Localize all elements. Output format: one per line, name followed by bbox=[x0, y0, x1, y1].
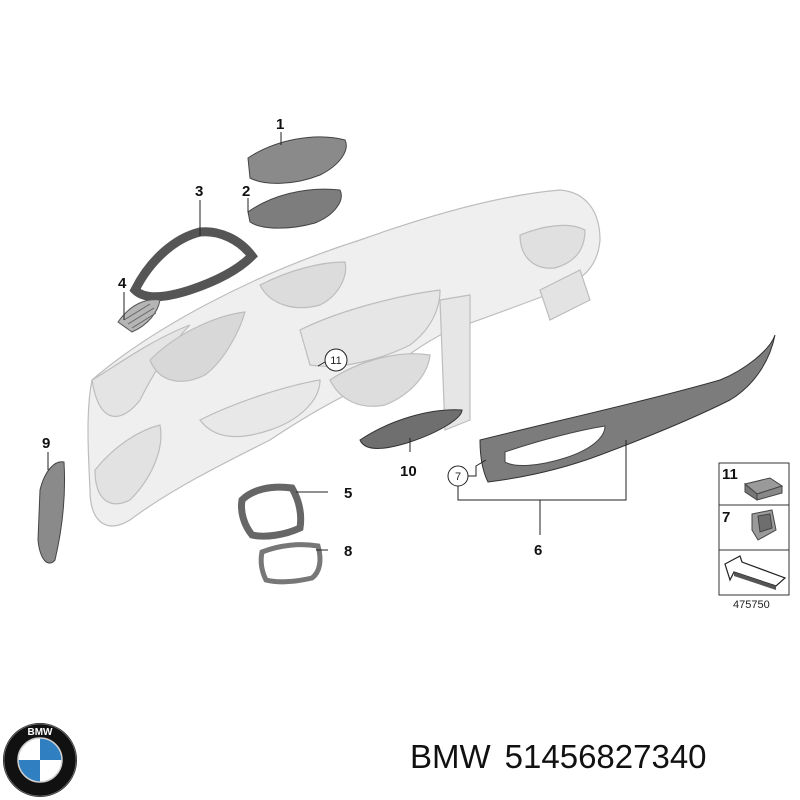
svg-text:BMW: BMW bbox=[28, 727, 54, 738]
part-3-frame bbox=[129, 227, 258, 302]
part-6-long-trim bbox=[479, 334, 776, 483]
callout-5: 5 bbox=[344, 485, 352, 502]
callout-11-circle: 11 bbox=[317, 348, 348, 372]
part-9-side-panel bbox=[37, 461, 66, 564]
callout-2: 2 bbox=[242, 183, 250, 200]
footer-caption: BMW 51456827340 bbox=[410, 738, 721, 776]
clip-11-icon bbox=[743, 477, 784, 501]
callout-3: 3 bbox=[195, 183, 203, 200]
legend-row-11: 11 bbox=[722, 466, 738, 483]
callout-7: 7 bbox=[455, 471, 461, 483]
callout-7-circle: 7 bbox=[447, 465, 469, 487]
legend-row-7: 7 bbox=[722, 509, 730, 526]
part-4-vent bbox=[117, 299, 161, 333]
callout-8: 8 bbox=[344, 543, 352, 560]
bmw-logo: BMW bbox=[3, 723, 77, 797]
diagram-number: 475750 bbox=[733, 599, 770, 611]
clip-7-icon bbox=[751, 509, 777, 541]
callout-6: 6 bbox=[534, 542, 542, 559]
callout-1: 1 bbox=[276, 116, 284, 133]
leader-lines bbox=[47, 132, 627, 551]
callout-9: 9 bbox=[42, 435, 50, 452]
part-5-bezel bbox=[238, 483, 305, 540]
part-1-cover bbox=[247, 136, 347, 184]
arrow-symbol-icon bbox=[724, 555, 787, 590]
brand-name: BMW bbox=[410, 738, 491, 775]
callout-11: 11 bbox=[330, 355, 341, 367]
callout-10: 10 bbox=[400, 463, 417, 480]
part-number: 51456827340 bbox=[504, 738, 707, 775]
part-10-trim-strip bbox=[359, 409, 463, 449]
part-8-bezel bbox=[258, 542, 323, 585]
fastener-legend: 11 7 bbox=[718, 462, 790, 596]
part-2-cover bbox=[247, 188, 342, 229]
callout-4: 4 bbox=[118, 275, 127, 292]
